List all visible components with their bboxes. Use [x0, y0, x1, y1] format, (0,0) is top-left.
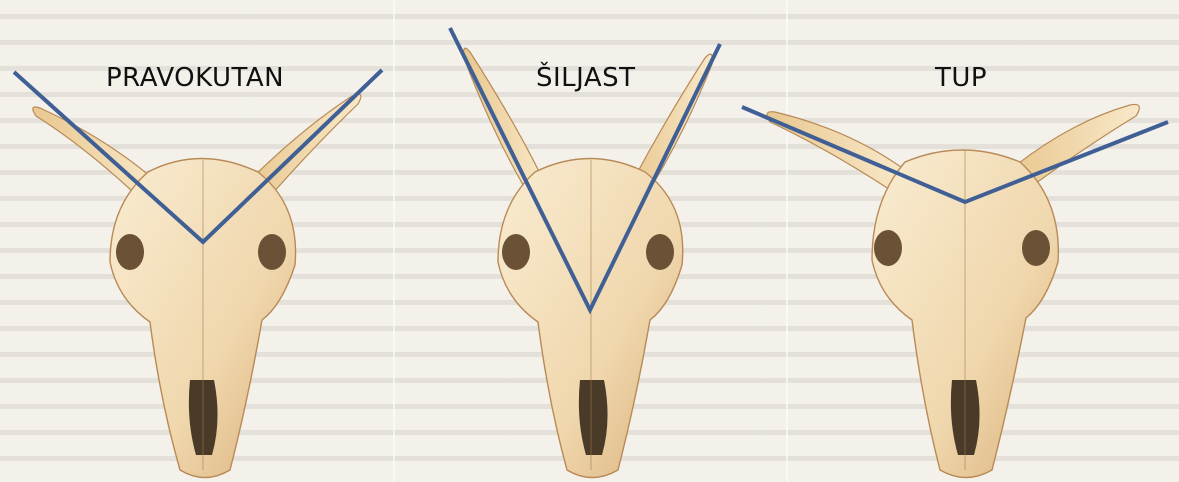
skull-siljast [464, 48, 713, 477]
skull-pravokutan [33, 94, 361, 477]
skull-tup [767, 104, 1139, 477]
right-eye-socket [258, 234, 286, 270]
right-eye-socket [1022, 230, 1050, 266]
left-eye-socket [874, 230, 902, 266]
right-eye-socket [646, 234, 674, 270]
label-tup: TUP [935, 63, 987, 93]
label-pravokutan: PRAVOKUTAN [106, 63, 284, 93]
left-horn [767, 112, 905, 195]
left-eye-socket [502, 234, 530, 270]
label-siljast: ŠILJAST [536, 63, 636, 93]
left-eye-socket [116, 234, 144, 270]
